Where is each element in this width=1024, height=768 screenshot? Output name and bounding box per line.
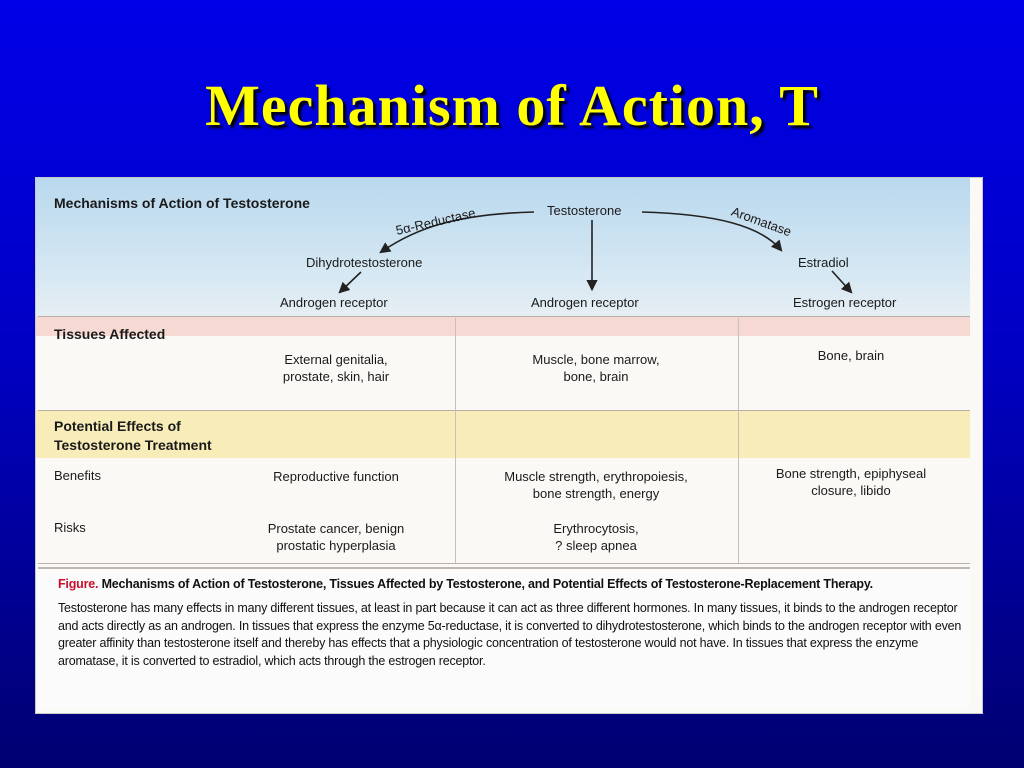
divider bbox=[38, 316, 970, 317]
tissues-col2: Muscle, bone marrow,bone, brain bbox=[532, 352, 660, 384]
divider bbox=[38, 410, 970, 411]
divider bbox=[38, 563, 970, 564]
risks-col2: Erythrocytosis,? sleep apnea bbox=[553, 521, 639, 553]
androgen-receptor-center: Androgen receptor bbox=[531, 295, 639, 310]
figure-word: Figure. bbox=[58, 577, 99, 591]
caption-heading-text: Mechanisms of Action of Testosterone, Ti… bbox=[101, 577, 874, 591]
caption-body: Testosterone has many effects in many di… bbox=[58, 601, 962, 668]
dht-label: Dihydrotestosterone bbox=[306, 255, 423, 270]
caption-heading: Figure. Mechanisms of Action of Testoste… bbox=[58, 577, 873, 591]
benefits-col2: Muscle strength, erythropoiesis,bone str… bbox=[504, 469, 688, 501]
estrogen-receptor: Estrogen receptor bbox=[793, 295, 897, 310]
testosterone-label: Testosterone bbox=[547, 203, 622, 218]
figure-caption: Figure. Mechanisms of Action of Testoste… bbox=[38, 567, 970, 709]
tissues-band bbox=[36, 316, 970, 336]
effects-band bbox=[36, 410, 970, 458]
mechanisms-title: Mechanisms of Action of Testosterone bbox=[54, 195, 310, 211]
mechanism-arrows bbox=[338, 211, 853, 294]
tissues-col3: Bone, brain bbox=[817, 348, 885, 363]
reductase-arrow bbox=[379, 211, 535, 254]
tissues-col1: External genitalia,prostate, skin, hair bbox=[282, 352, 390, 384]
column-divider bbox=[455, 318, 456, 563]
androgen-receptor-left: Androgen receptor bbox=[280, 295, 388, 310]
slide-title: Mechanism of Action, T bbox=[205, 73, 819, 138]
figure-panel: Mechanisms of Action of Testosterone Tes… bbox=[36, 178, 982, 713]
risks-label: Risks bbox=[54, 520, 86, 535]
estradiol-arrow bbox=[831, 270, 853, 294]
dht-arrow bbox=[338, 271, 362, 294]
mechanisms-band bbox=[36, 178, 970, 316]
tissues-title: Tissues Affected bbox=[54, 326, 166, 342]
column-divider bbox=[738, 318, 739, 563]
benefits-label: Benefits bbox=[54, 468, 101, 483]
benefits-col1: Reproductive function bbox=[273, 469, 399, 484]
estradiol-label: Estradiol bbox=[798, 255, 849, 270]
aromatase-arrow bbox=[641, 211, 783, 252]
